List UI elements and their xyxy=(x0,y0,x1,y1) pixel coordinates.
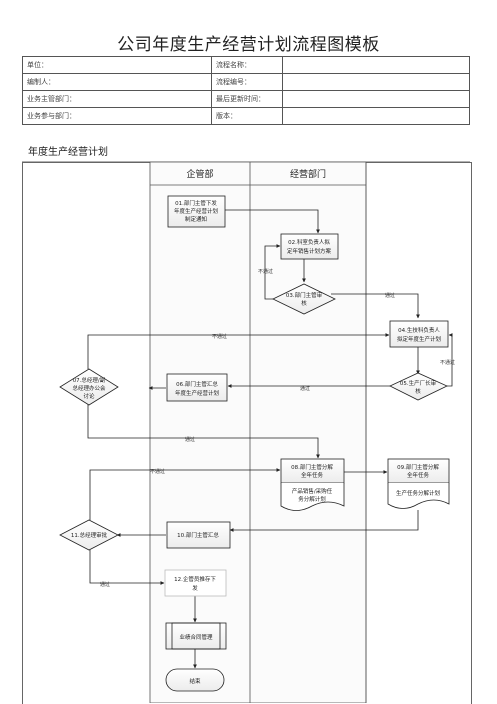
label-fail-07: 不通过 xyxy=(212,333,227,340)
page-title: 公司年度生产经营计划流程图模板 xyxy=(117,35,380,55)
label-fail-03: 不通过 xyxy=(258,268,273,275)
node-11-approval: 11.总经理审批 xyxy=(59,519,119,551)
label-pass-05: 通过 xyxy=(300,385,310,392)
svg-text:核: 核 xyxy=(415,387,421,395)
node-02-sales-plan: 02.科室负责人拟 定年销售计划方案 xyxy=(280,233,339,260)
node-01-notice: 01.部门主管下发 年度生产经营计划 制定通知 xyxy=(167,195,226,228)
svg-text:年度生产经营计划: 年度生产经营计划 xyxy=(174,207,218,215)
node-end: 结束 xyxy=(165,668,225,692)
svg-text:讨论: 讨论 xyxy=(83,392,95,400)
svg-text:制定通知: 制定通知 xyxy=(185,215,207,223)
svg-text:03.部门主管审: 03.部门主管审 xyxy=(286,291,323,299)
doc-09: 生产任务分解计划 xyxy=(396,489,440,497)
svg-text:发: 发 xyxy=(192,584,198,592)
node-05-review: 05.生产厂长审 核 xyxy=(389,372,448,401)
lane-header-jingying: 经营部门 xyxy=(290,168,326,180)
connector-labels: 不通过 通过 不通过 通过 不通过 通过 不通过 通过 xyxy=(100,268,455,588)
svg-text:全年任务: 全年任务 xyxy=(407,471,430,479)
node-08-decompose: 08.部门主管分解 全年任务 产品销售/采购任 务分解计划 xyxy=(280,458,345,511)
svg-text:11.总经理审批: 11.总经理审批 xyxy=(71,531,108,539)
node-09-decompose: 09.部门主管分解 全年任务 生产任务分解计划 xyxy=(387,458,450,509)
label-pass-07: 通过 xyxy=(185,436,195,443)
svg-text:拟定年度生产计划: 拟定年度生产计划 xyxy=(397,335,441,343)
svg-text:12.企管员推存下: 12.企管员推存下 xyxy=(174,575,216,583)
label-pass-03: 通过 xyxy=(385,292,395,299)
node-04-production-plan: 04.生技科负责人 拟定年度生产计划 xyxy=(389,320,449,348)
connectors xyxy=(87,209,453,669)
svg-text:业绩合同管理: 业绩合同管理 xyxy=(179,633,213,641)
svg-text:05.生产厂长审: 05.生产厂长审 xyxy=(400,379,437,387)
node-03-review: 03.部门主管审 核 xyxy=(272,283,336,315)
node-12-issue: 12.企管员推存下 发 xyxy=(164,569,227,597)
node-10-summary: 10.部门主管汇总 xyxy=(166,521,231,549)
label-fail-05: 不通过 xyxy=(440,359,455,366)
svg-text:全年任务: 全年任务 xyxy=(301,471,324,479)
svg-text:07.总经理/副: 07.总经理/副 xyxy=(73,376,106,384)
svg-text:02.科室负责人拟: 02.科室负责人拟 xyxy=(288,238,330,246)
svg-text:总经理办公会: 总经理办公会 xyxy=(72,384,106,392)
svg-text:01.部门主管下发: 01.部门主管下发 xyxy=(175,199,217,207)
label-fail-11: 不通过 xyxy=(150,468,165,475)
svg-text:04.生技科负责人: 04.生技科负责人 xyxy=(398,326,440,334)
svg-text:10.部门主管汇总: 10.部门主管汇总 xyxy=(177,531,219,539)
svg-text:定年销售计划方案: 定年销售计划方案 xyxy=(287,247,332,255)
svg-text:结束: 结束 xyxy=(189,677,201,685)
info-table: 单位： 流程名称： 编制人： 流程编号： 业务主管部门： 最后更新时间： 业务参… xyxy=(22,56,470,125)
svg-text:核: 核 xyxy=(301,299,307,307)
svg-text:务分解计划: 务分解计划 xyxy=(298,495,326,503)
lane-header-qiguan: 企管部 xyxy=(186,168,213,180)
doc-08: 产品销售/采购任 xyxy=(292,487,333,495)
svg-text:年度生产经营计划: 年度生产经营计划 xyxy=(175,389,219,397)
svg-text:09.部门主管分解: 09.部门主管分解 xyxy=(397,463,439,471)
node-06-summary: 06.部门主管汇总 年度生产经营计划 xyxy=(166,373,228,402)
label-pass-11: 通过 xyxy=(100,581,110,588)
svg-text:06.部门主管汇总: 06.部门主管汇总 xyxy=(176,380,218,388)
node-07-meeting: 07.总经理/副 总经理办公会 讨论 xyxy=(59,368,119,406)
flowchart-title: 年度生产经营计划 xyxy=(28,147,108,158)
node-13-performance-contract: 业绩合同管理 xyxy=(165,622,227,650)
svg-text:08.部门主管分解: 08.部门主管分解 xyxy=(291,463,333,471)
info-value xyxy=(282,107,470,125)
